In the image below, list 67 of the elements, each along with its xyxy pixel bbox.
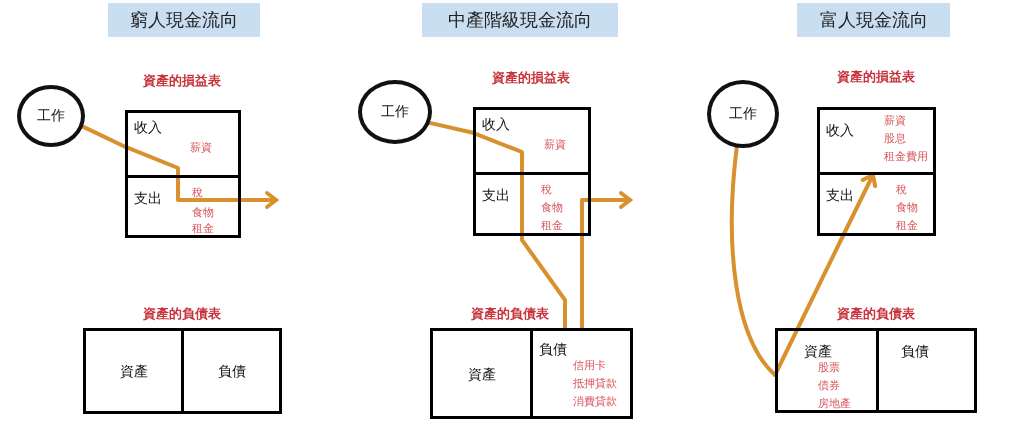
flow-line	[80, 124, 127, 149]
table-cell	[473, 172, 591, 236]
item-text: 食物	[541, 201, 563, 214]
item-text: 薪資	[190, 141, 212, 154]
table-heading: 資產的損益表	[143, 73, 221, 88]
flow-line	[580, 234, 584, 330]
title-band: 中產階級現金流向	[422, 3, 618, 37]
item-text: 房地產	[818, 397, 851, 410]
item-text: 租金	[896, 219, 918, 232]
cell-label: 支出	[826, 187, 854, 203]
table-cell	[530, 328, 633, 419]
flow-line	[773, 234, 845, 377]
cell-label: 收入	[826, 122, 854, 138]
table-cell	[775, 328, 879, 413]
arrow	[840, 173, 878, 238]
work-circle: 工作	[17, 85, 85, 147]
arrow	[176, 173, 278, 209]
table-heading: 資產的損益表	[837, 69, 915, 84]
cell-label: 資產	[804, 343, 832, 359]
item-text: 薪資	[884, 114, 906, 127]
table-cell	[817, 172, 936, 236]
cell-label: 負債	[217, 363, 246, 379]
table-heading: 資產的負債表	[837, 306, 915, 321]
cell-label: 資產	[119, 363, 148, 379]
item-text: 股票	[818, 361, 840, 374]
item-text: 抵押貸款	[573, 377, 617, 390]
cell-label: 支出	[134, 190, 162, 206]
cell-label: 負債	[539, 341, 567, 357]
work-circle: 工作	[358, 80, 432, 144]
work-circle: 工作	[707, 80, 779, 148]
flow-line	[427, 120, 475, 135]
table-cell	[83, 328, 184, 414]
table-cell	[876, 328, 977, 413]
flow-line	[729, 145, 777, 377]
item-text: 債券	[818, 379, 840, 392]
item-text: 信用卡	[573, 359, 606, 372]
table-cell	[125, 175, 241, 238]
item-text: 稅	[192, 186, 203, 199]
flow-line	[471, 130, 524, 174]
item-text: 租金費用	[884, 150, 928, 163]
cell-label: 資產	[467, 365, 496, 382]
flow-line	[123, 144, 180, 177]
item-text: 租金	[192, 222, 214, 235]
table-cell	[181, 328, 282, 414]
table-heading: 資產的損益表	[492, 70, 570, 85]
item-text: 稅	[541, 183, 552, 196]
item-text: 食物	[896, 201, 918, 214]
arrow	[580, 191, 632, 238]
table-cell	[473, 107, 591, 175]
item-text: 租金	[541, 219, 563, 232]
table-cell	[817, 107, 936, 175]
title-band: 富人現金流向	[797, 3, 950, 37]
cell-label: 收入	[482, 116, 510, 132]
item-text: 食物	[192, 206, 214, 219]
table-heading: 資產的負債表	[143, 306, 221, 321]
table-heading: 資產的負債表	[471, 306, 549, 321]
item-text: 薪資	[544, 138, 566, 151]
item-text: 消費貸款	[573, 395, 617, 408]
flow-line	[520, 170, 567, 330]
cell-label: 負債	[901, 343, 929, 359]
item-text: 股息	[884, 132, 906, 145]
item-text: 稅	[896, 183, 907, 196]
cell-label: 收入	[134, 119, 162, 135]
title-band: 窮人現金流向	[108, 3, 260, 37]
table-cell	[125, 110, 241, 178]
cell-label: 支出	[482, 187, 510, 203]
table-cell	[430, 328, 533, 419]
